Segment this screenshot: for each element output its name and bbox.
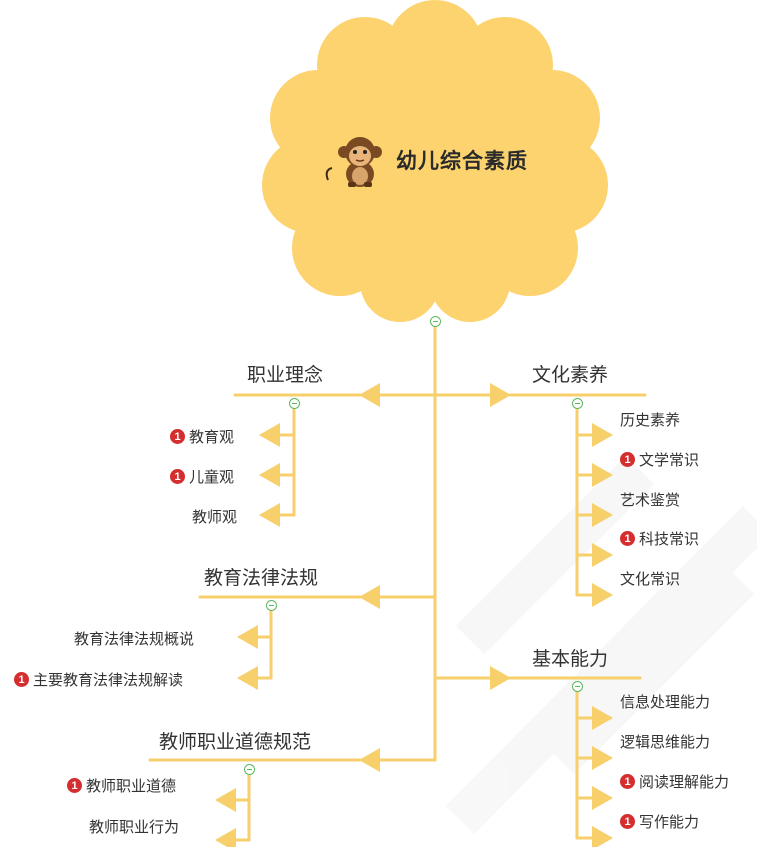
leaf-label: 写作能力 — [639, 813, 700, 831]
leaf-ertongguan[interactable]: 1 儿童观 — [170, 466, 234, 487]
leaf-label: 逻辑思维能力 — [620, 733, 711, 751]
leaf-yishu[interactable]: 艺术鉴赏 — [620, 489, 680, 510]
priority-badge: 1 — [620, 452, 635, 467]
leaf-label: 教师职业道德 — [86, 777, 177, 795]
leaf-label: 主要教育法律法规解读 — [33, 671, 184, 689]
leaf-jiaoshiguan[interactable]: 教师观 — [192, 506, 237, 527]
leaf-label: 教育法律法规概说 — [74, 630, 195, 648]
watermark — [445, 455, 757, 835]
leaf-label: 教师职业行为 — [89, 818, 180, 836]
leaf-falv-jiedu[interactable]: 1 主要教育法律法规解读 — [14, 669, 183, 690]
leaf-label: 儿童观 — [189, 468, 235, 486]
priority-badge: 1 — [67, 778, 82, 793]
wenhua-collapse-toggle[interactable] — [572, 398, 583, 409]
monkey-icon — [325, 137, 382, 187]
leaf-label: 文学常识 — [639, 451, 700, 469]
priority-badge: 1 — [620, 814, 635, 829]
topic-nengli[interactable]: 基本能力 — [532, 648, 609, 670]
topic-zhiye[interactable]: 职业理念 — [247, 364, 324, 386]
leaf-label: 教师观 — [192, 508, 238, 526]
topic-falv[interactable]: 教育法律法规 — [204, 567, 319, 589]
nengli-collapse-toggle[interactable] — [572, 681, 583, 692]
leaf-xiezuo[interactable]: 1 写作能力 — [620, 811, 699, 832]
priority-badge: 1 — [620, 774, 635, 789]
zhiye-collapse-toggle[interactable] — [289, 398, 300, 409]
leaf-lishi[interactable]: 历史素养 — [620, 409, 680, 430]
leaf-zhiye-xingwei[interactable]: 教师职业行为 — [89, 816, 179, 837]
priority-badge: 1 — [620, 531, 635, 546]
topic-wenhua[interactable]: 文化素养 — [532, 364, 609, 386]
root-collapse-toggle[interactable] — [430, 316, 441, 327]
leaf-label: 教育观 — [189, 428, 235, 446]
priority-badge: 1 — [14, 672, 29, 687]
daode-collapse-toggle[interactable] — [244, 764, 255, 775]
leaf-falv-gaishuo[interactable]: 教育法律法规概说 — [74, 628, 194, 649]
leaf-label: 科技常识 — [639, 530, 700, 548]
leaf-luoji[interactable]: 逻辑思维能力 — [620, 731, 710, 752]
leaf-label: 文化常识 — [620, 570, 681, 588]
falv-collapse-toggle[interactable] — [266, 600, 277, 611]
root-title: 幼儿综合素质 — [396, 149, 528, 173]
leaf-label: 阅读理解能力 — [639, 773, 730, 791]
leaf-label: 信息处理能力 — [620, 693, 711, 711]
leaf-wenxue[interactable]: 1 文学常识 — [620, 449, 699, 470]
leaf-keji[interactable]: 1 科技常识 — [620, 528, 699, 549]
leaf-xinxi[interactable]: 信息处理能力 — [620, 691, 710, 712]
priority-badge: 1 — [170, 429, 185, 444]
topic-daode[interactable]: 教师职业道德规范 — [159, 731, 312, 753]
leaf-label: 历史素养 — [620, 411, 681, 429]
leaf-label: 艺术鉴赏 — [620, 491, 681, 509]
leaf-zhiye-daode[interactable]: 1 教师职业道德 — [67, 775, 176, 796]
root-cloud — [262, 0, 608, 322]
leaf-wenhua-changshi[interactable]: 文化常识 — [620, 568, 680, 589]
leaf-yuedu[interactable]: 1 阅读理解能力 — [620, 771, 729, 792]
leaf-jiaoyuguan[interactable]: 1 教育观 — [170, 426, 234, 447]
priority-badge: 1 — [170, 469, 185, 484]
